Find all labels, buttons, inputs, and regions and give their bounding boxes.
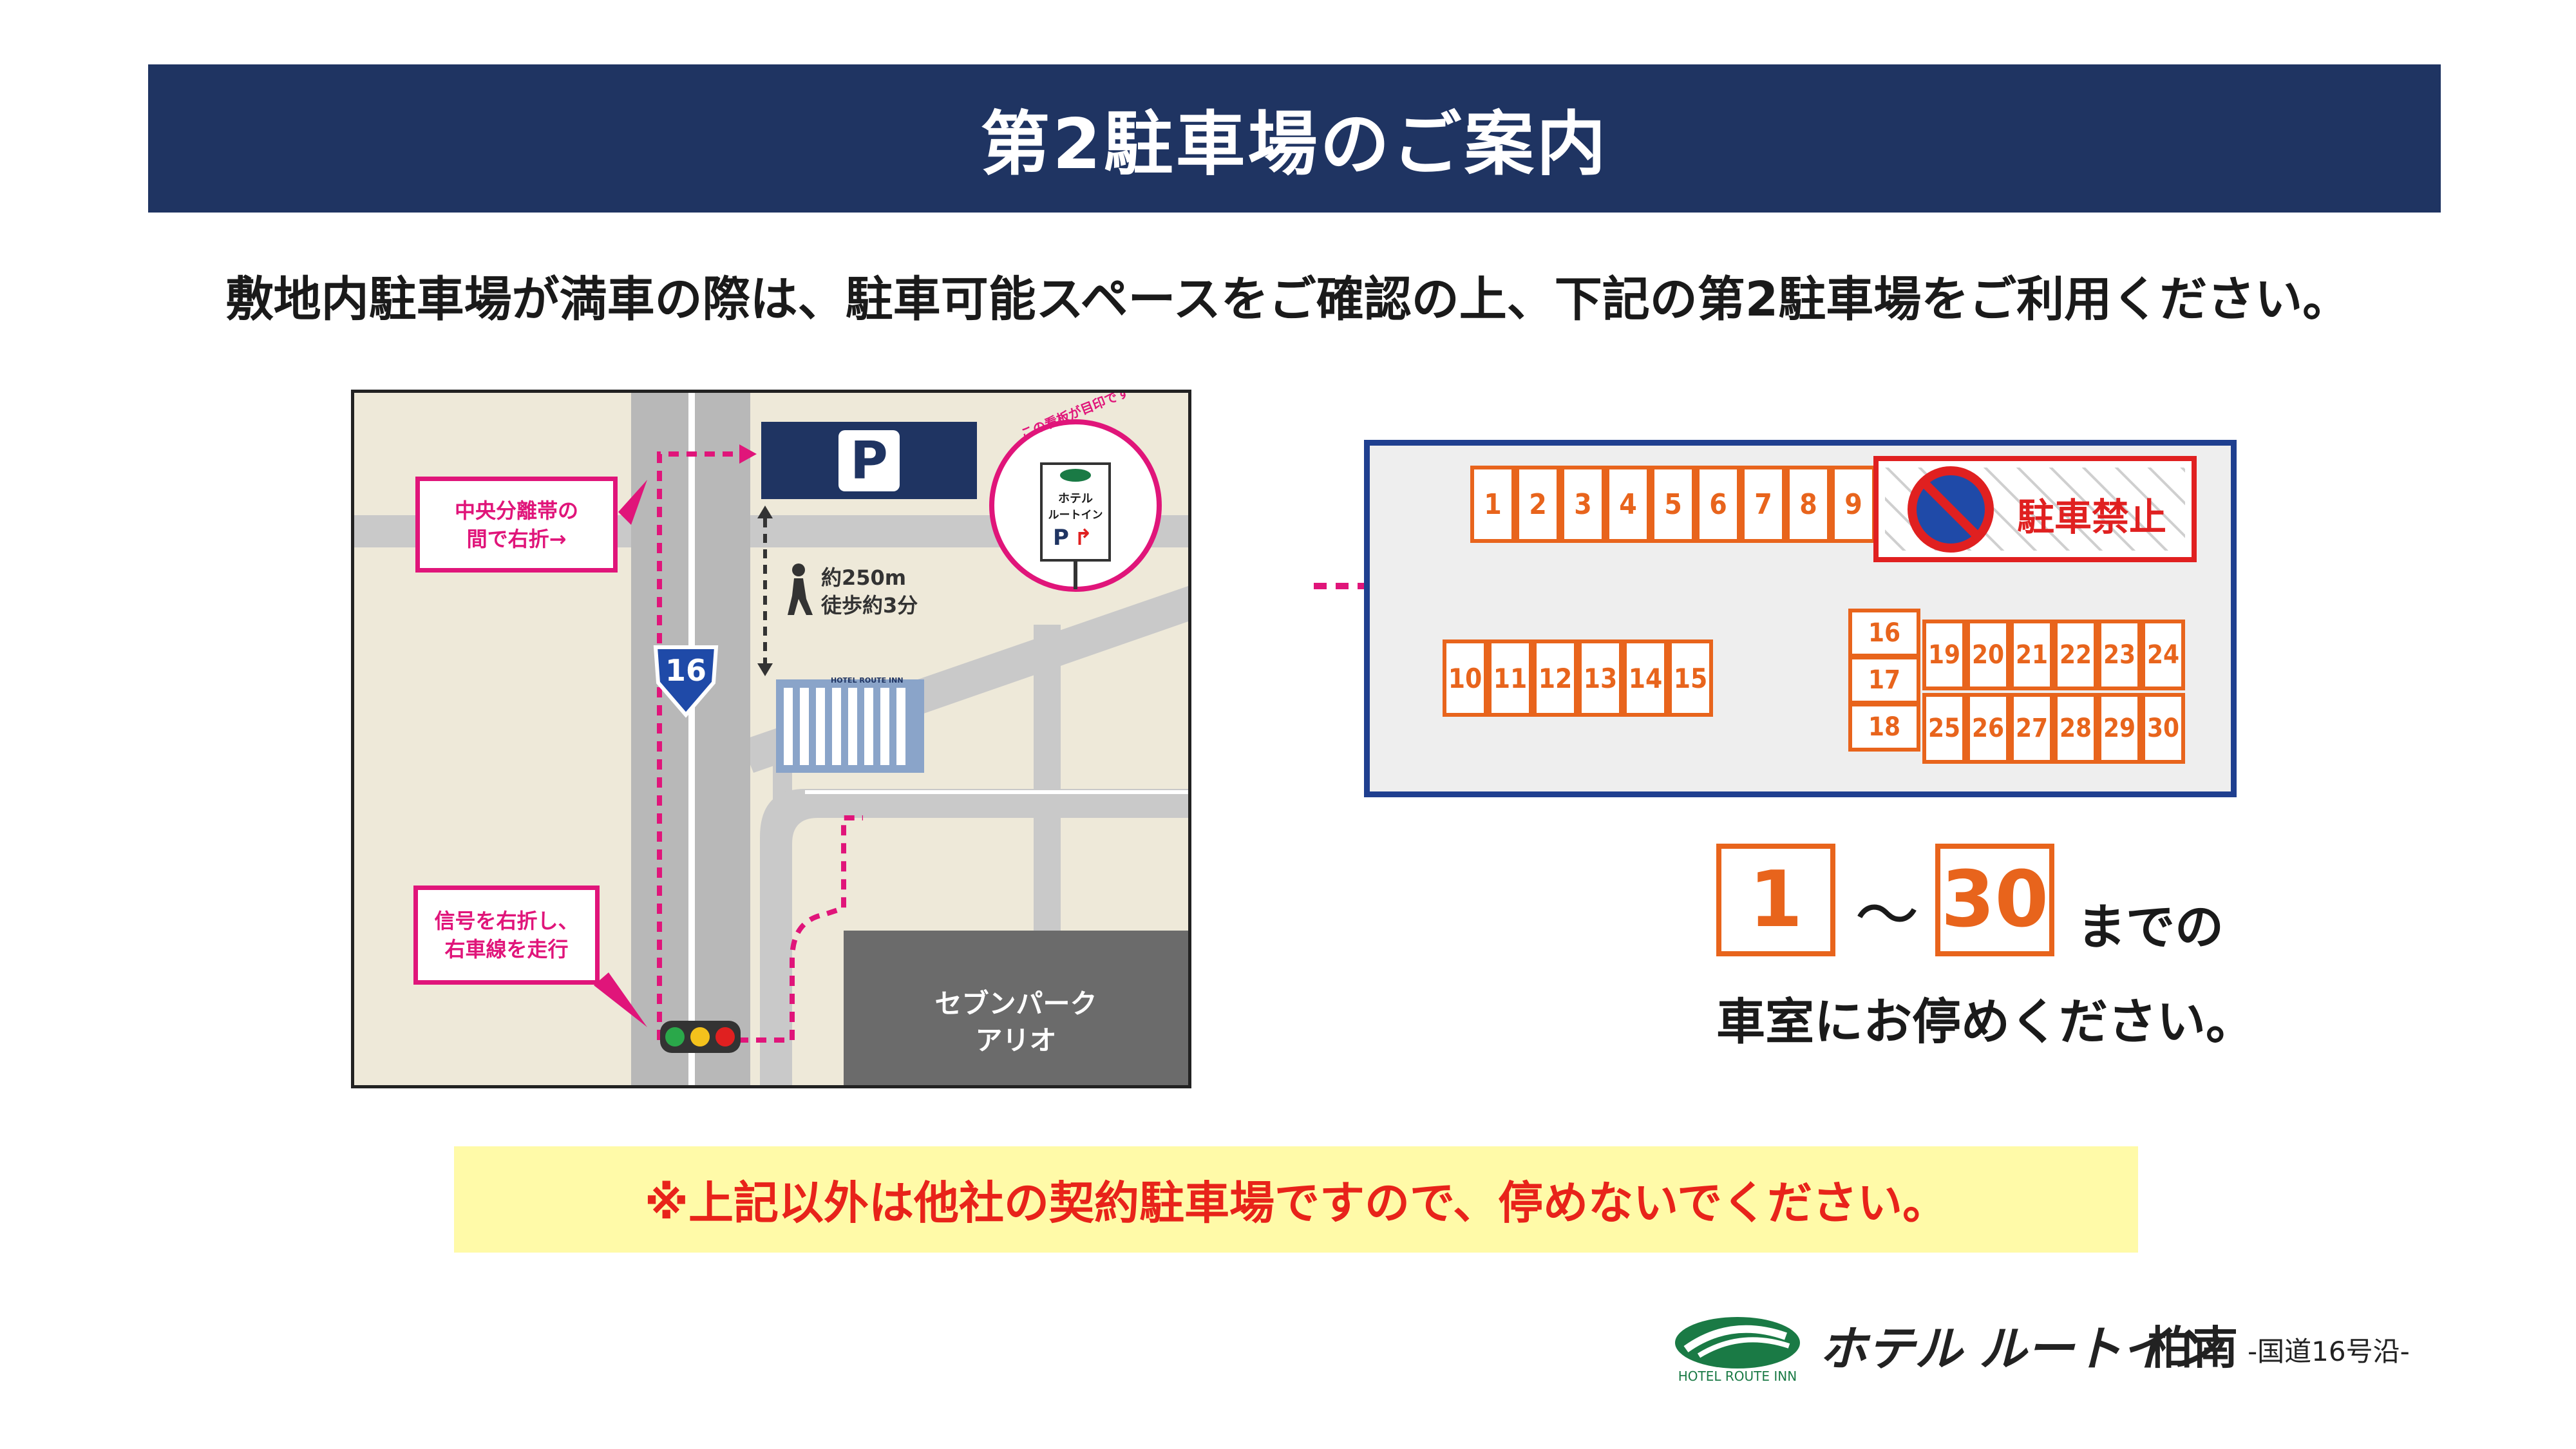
parking-space: 29 — [2098, 693, 2141, 764]
footer-branch: 柏南 — [2148, 1321, 2238, 1374]
parking-space: 3 — [1560, 466, 1605, 543]
walk-time: 徒歩約3分 — [821, 593, 918, 618]
callout-bottom-line2: 右車線を走行 — [444, 937, 569, 961]
route-16-number: 16 — [665, 653, 706, 688]
warning-banner: ※上記以外は他社の契約駐車場ですので、停めないでください。 — [454, 1146, 2138, 1253]
route-map: P 中央分離帯の 間で右折→ 信号を右折し、 右車線を走行 約250m 徒歩約3… — [351, 390, 1191, 1088]
footer-brand: ホテル ルートイン — [1819, 1321, 2217, 1377]
parking-space: 27 — [2010, 693, 2054, 764]
parking-space: 5 — [1651, 466, 1696, 543]
sign-p-mark: P — [1053, 525, 1069, 551]
no-parking-icon — [1908, 466, 1994, 553]
parking-space: 17 — [1848, 656, 1920, 705]
parking-space: 30 — [2141, 693, 2185, 764]
range-suffix: までの — [2077, 898, 2224, 956]
parking-space: 6 — [1696, 466, 1741, 543]
page-title: 第2駐車場のご案内 — [980, 104, 1609, 185]
hotel-route-inn-logo-icon — [1675, 1317, 1800, 1368]
footer-sub: -国道16号沿- — [2248, 1336, 2410, 1367]
parking-space: 11 — [1488, 639, 1533, 717]
store-line1: セブンパーク — [934, 988, 1097, 1019]
sign-line1: ホテル — [1058, 492, 1093, 506]
parking-space: 18 — [1848, 703, 1920, 752]
callout-top-line1: 中央分離帯の — [454, 498, 578, 523]
callout-top-line2: 間で右折→ — [466, 526, 567, 551]
parking-space: 15 — [1668, 639, 1713, 717]
logo-caption: HOTEL ROUTE INN — [1678, 1368, 1797, 1384]
map-graphic — [354, 393, 1188, 1085]
parking-space: 20 — [1966, 620, 2010, 690]
parking-space: 9 — [1831, 466, 1876, 543]
parking-space: 10 — [1443, 639, 1488, 717]
walk-distance: 約250m — [821, 565, 907, 590]
parking-space: 24 — [2141, 620, 2185, 690]
parking-space: 7 — [1741, 466, 1786, 543]
parking-space: 21 — [2010, 620, 2054, 690]
parking-space: 26 — [1966, 693, 2010, 764]
parking-space: 13 — [1578, 639, 1623, 717]
parking-space: 16 — [1848, 609, 1920, 658]
sign-line2: ルートイン — [1048, 509, 1103, 522]
no-parking-label: 駐車禁止 — [2017, 495, 2167, 539]
page-header: 第2駐車場のご案内 — [148, 64, 2441, 213]
parking-space: 19 — [1922, 620, 1966, 690]
intro-text: 敷地内駐車場が満車の際は、駐車可能スペースをご確認の上、下記の第2駐車場をご利用… — [225, 272, 2351, 327]
range-to-box: 30 — [1935, 844, 2054, 956]
no-parking-zone: 駐車禁止 — [1873, 456, 2197, 562]
callout-turn-signal: 信号を右折し、 右車線を走行 — [413, 886, 600, 985]
sign-turn-arrow-icon: ↱ — [1074, 525, 1093, 551]
parking-space: 28 — [2054, 693, 2098, 764]
hotel-building-label: HOTEL ROUTE INN — [831, 676, 904, 685]
parking-space: 14 — [1623, 639, 1668, 717]
parking-space: 4 — [1605, 466, 1651, 543]
callout-bottom-line1: 信号を右折し、 — [434, 909, 579, 933]
parking-space: 25 — [1922, 693, 1966, 764]
warning-text: ※上記以外は他社の契約駐車場ですので、停めないでください。 — [644, 1177, 1948, 1229]
range-separator: 〜 — [1855, 878, 1919, 953]
parking-space: 2 — [1515, 466, 1560, 543]
parking-space: 12 — [1533, 639, 1578, 717]
range-from-box: 1 — [1716, 844, 1835, 956]
callout-turn-median: 中央分離帯の 間で右折→ — [415, 477, 618, 573]
store-line2: アリオ — [975, 1025, 1057, 1056]
parking-space: 22 — [2054, 620, 2098, 690]
parking-space: 23 — [2098, 620, 2141, 690]
range-instruction: 車室にお停めください。 — [1716, 993, 2255, 1050]
parking-space: 8 — [1786, 466, 1831, 543]
parking-p-symbol: P — [838, 430, 900, 491]
parking-space: 1 — [1470, 466, 1515, 543]
